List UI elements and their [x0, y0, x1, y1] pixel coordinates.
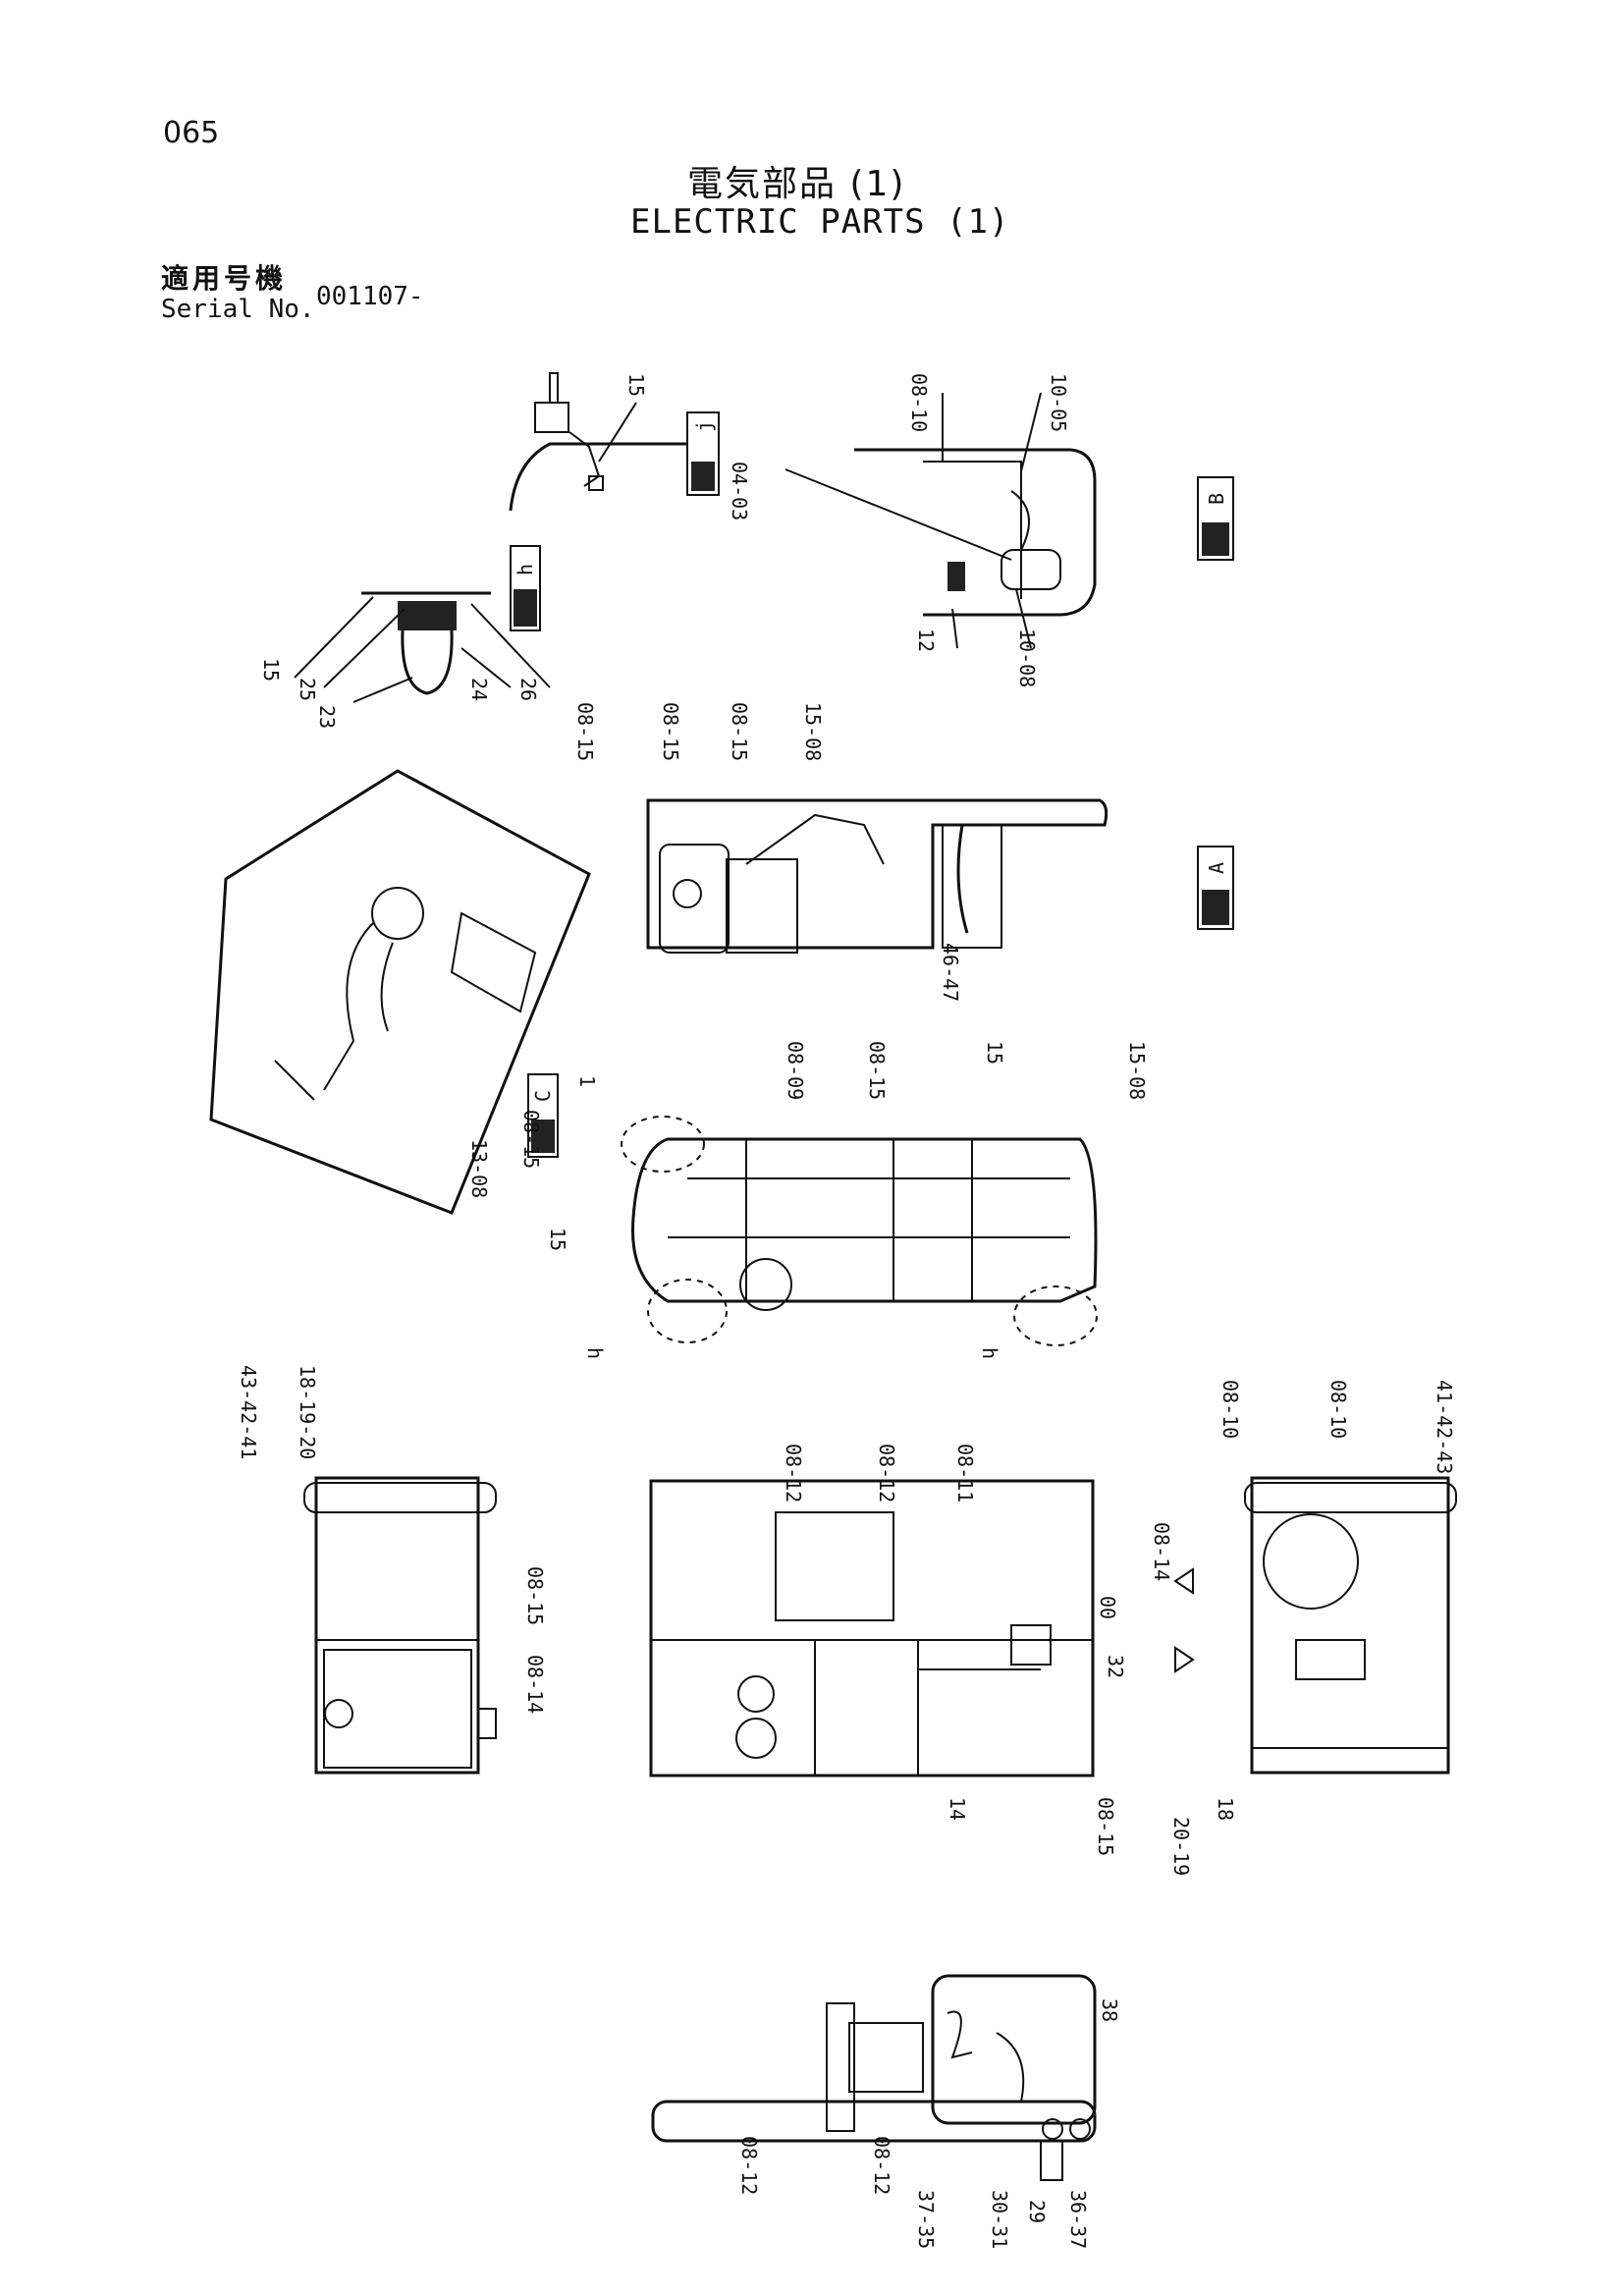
callout-label: 08-12: [737, 2136, 761, 2196]
callout-label: 15: [983, 1041, 1006, 1066]
direction-arrows: [1173, 1567, 1195, 1673]
callout-label: 08-15: [519, 1110, 543, 1170]
callout-label: 20-19: [1169, 1817, 1193, 1877]
callout-label: 14: [946, 1797, 969, 1822]
callout-label: 08-15: [523, 1566, 547, 1626]
section-b-drawing: [784, 392, 1097, 649]
callout-label: 23: [315, 705, 339, 730]
callout-label: 36-37: [1066, 2190, 1090, 2250]
callout-label: 04-03: [728, 462, 751, 521]
serial-label-english: Serial No.: [161, 295, 315, 324]
callout-label: 15-08: [1125, 1041, 1149, 1101]
view-tag-detail-j: j: [686, 411, 720, 496]
callout-label: 08-12: [870, 2136, 893, 2196]
callout-label: 26: [516, 678, 540, 702]
callout-label: 25: [296, 678, 319, 702]
callout-label: 38: [1098, 1998, 1121, 2023]
callout-label: 08-15: [659, 702, 682, 762]
callout-label: 08-12: [782, 1444, 805, 1503]
main-top-view-drawing: [621, 1116, 1098, 1346]
callout-label: 08-10: [1218, 1380, 1242, 1440]
bottom-view-drawing: [651, 1974, 1097, 2181]
callout-label: 18: [1214, 1797, 1237, 1822]
right-side-view-drawing: [1244, 1476, 1457, 1775]
callout-label: 41-42-43: [1433, 1380, 1456, 1475]
callout-label: 00: [1096, 1596, 1119, 1620]
callout-label: 08-14: [523, 1655, 547, 1715]
callout-label: 46-47: [939, 943, 962, 1003]
callout-label: h: [583, 1347, 607, 1360]
view-tag-letter: C: [531, 1090, 555, 1102]
callout-label: 18-19-20: [296, 1365, 319, 1460]
callout-label: 08-10: [907, 373, 931, 433]
callout-label: 24: [467, 678, 491, 702]
view-tag-letter: j: [692, 420, 716, 432]
callout-label: 32: [1104, 1655, 1127, 1679]
serial-label-japanese: 適用号機: [161, 262, 288, 295]
callout-label: 08-15: [573, 702, 597, 762]
callout-label: 08-15: [1094, 1797, 1117, 1857]
page-number: 065: [163, 116, 220, 150]
callout-label: 10-08: [1015, 629, 1039, 688]
callout-label: 1: [575, 1075, 599, 1088]
view-tag-section-b: B: [1197, 476, 1234, 561]
callout-label: 12: [914, 629, 938, 653]
view-tag-detail-h: h: [510, 545, 541, 631]
callout-label: 08-10: [1326, 1380, 1350, 1440]
detail-j-drawing: [509, 372, 687, 512]
callout-label: 37-35: [914, 2190, 938, 2250]
view-tag-letter: A: [1205, 862, 1228, 874]
view-tag-section-a: A: [1197, 846, 1234, 930]
page-title-japanese: 電気部品 (1): [687, 164, 906, 204]
main-plan-view-drawing: [649, 1479, 1095, 1777]
callout-label: 08-12: [875, 1444, 898, 1503]
callout-label: 13-08: [467, 1139, 491, 1199]
callout-label: 15: [624, 373, 648, 398]
detail-h-drawing: [294, 591, 551, 703]
view-tag-letter: B: [1205, 493, 1228, 505]
callout-label: 10-05: [1047, 373, 1070, 433]
callout-label: 08-15: [728, 702, 751, 762]
callout-label: 08-11: [953, 1444, 977, 1503]
page-title-english: ELECTRIC PARTS (1): [630, 202, 1010, 242]
callout-label: 29: [1025, 2200, 1049, 2224]
section-a-drawing: [646, 798, 1109, 954]
callout-label: 08-14: [1150, 1522, 1173, 1582]
callout-label: h: [978, 1347, 1001, 1360]
callout-label: 08-09: [784, 1041, 807, 1101]
callout-label: 15: [259, 658, 283, 683]
view-c-drawing: [209, 769, 591, 1215]
callout-label: 30-31: [988, 2190, 1011, 2250]
callout-label: 15: [546, 1228, 569, 1252]
left-side-view-drawing: [303, 1476, 497, 1775]
view-tag-letter: h: [514, 564, 537, 575]
view-tag-view-c: C: [527, 1073, 559, 1158]
serial-number-value: 001107-: [316, 282, 424, 311]
callout-label: 08-15: [865, 1041, 889, 1101]
callout-label: 15-08: [801, 702, 825, 762]
callout-label: 43-42-41: [237, 1365, 260, 1460]
